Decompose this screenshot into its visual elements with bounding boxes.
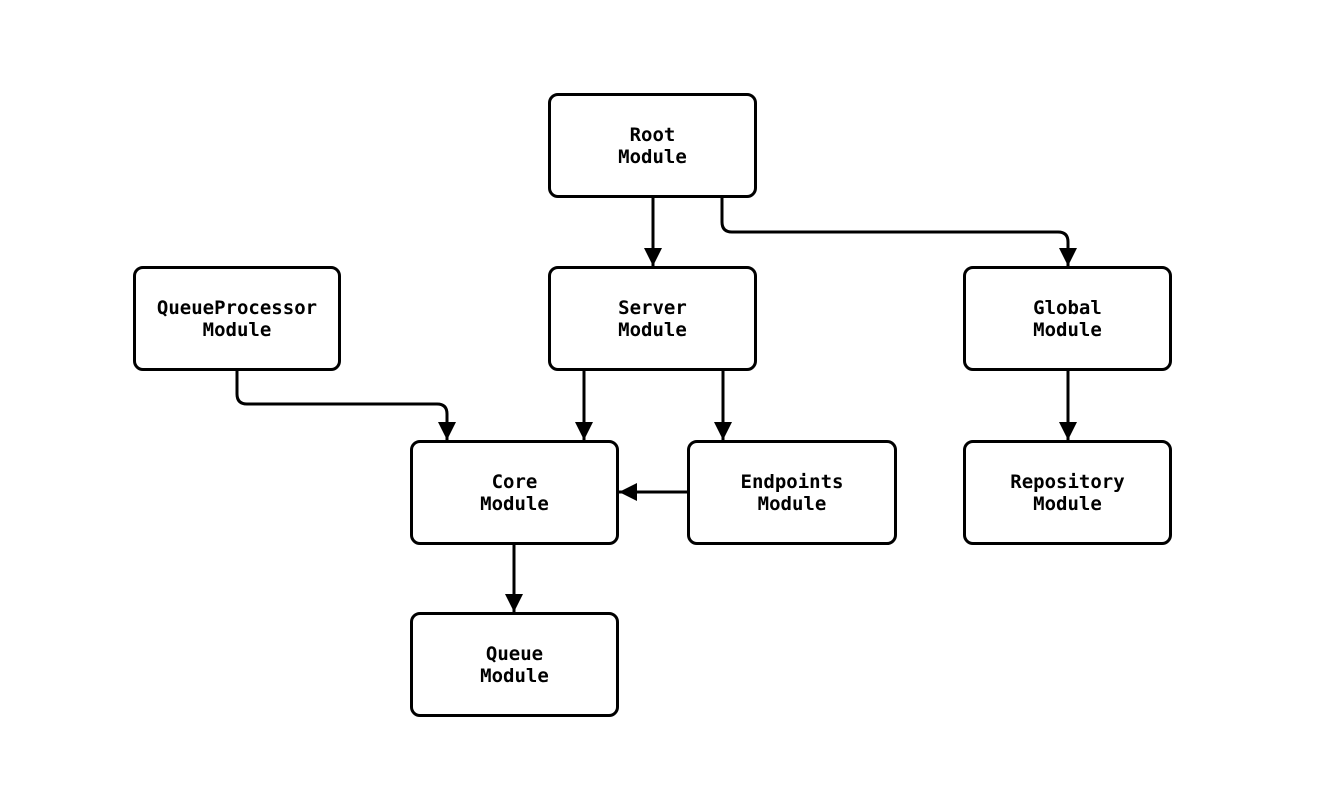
node-endpoints-module: Endpoints Module: [687, 440, 897, 545]
node-queueprocessor-module: QueueProcessor Module: [133, 266, 341, 371]
edge-root-to-global: [720, 198, 1077, 266]
edge-queueprocessor-to-core: [235, 371, 456, 440]
node-label: Global Module: [1033, 296, 1102, 341]
node-core-module: Core Module: [410, 440, 619, 545]
node-repository-module: Repository Module: [963, 440, 1172, 545]
node-label: QueueProcessor Module: [156, 296, 318, 341]
node-label: Queue Module: [480, 642, 549, 687]
node-server-module: Server Module: [548, 266, 757, 371]
node-label: Server Module: [618, 296, 687, 341]
node-label: Repository Module: [1010, 470, 1125, 515]
node-label: Core Module: [480, 470, 549, 515]
node-queue-module: Queue Module: [410, 612, 619, 717]
node-root-module: Root Module: [548, 93, 757, 198]
node-label: Endpoints Module: [740, 470, 844, 515]
node-label: Root Module: [618, 123, 687, 168]
edge-group: [235, 198, 1077, 612]
node-global-module: Global Module: [963, 266, 1172, 371]
